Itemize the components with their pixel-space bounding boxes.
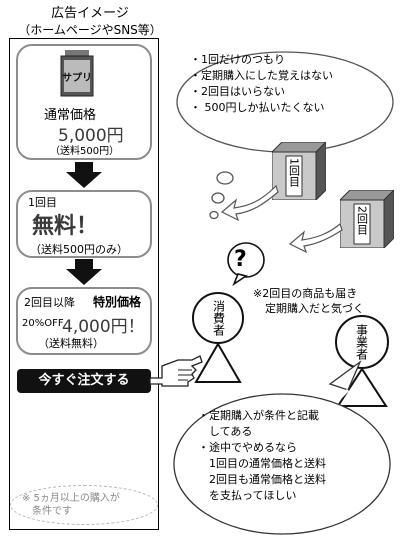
delivery-arrow-1 — [220, 184, 279, 222]
first-order-label: 1回目 — [28, 196, 57, 209]
delivery-arrow-2 — [288, 222, 343, 254]
business-claim-4: 1回目の通常価格と送料 — [198, 457, 326, 470]
business-speech-bubble — [173, 360, 391, 535]
realization-note-line-2: 定期購入だと気づく — [265, 302, 364, 315]
consumer-label-text: 消費者 — [211, 300, 226, 336]
supplement-label: サプリ — [62, 71, 92, 84]
condition-note: ※ 5ヵ月以上の購入が 条件です — [22, 492, 120, 518]
consumer-label: 消費者 — [207, 300, 229, 340]
condition-note-outline — [10, 485, 158, 525]
second-order-shipping: （送料無料） — [38, 337, 104, 350]
second-order-price: 4,000円！ — [62, 317, 145, 337]
normal-price-value: 5,000円 — [58, 126, 124, 146]
box-2-label-text: 2回目 — [355, 206, 369, 235]
consumer-thought-3: ・2回目はいらない — [190, 85, 285, 98]
condition-note-line-2: 条件です — [32, 506, 72, 517]
realization-note: ※2回目の商品も届き 定期購入だと気づく — [253, 286, 364, 316]
business-claim-2: してある — [198, 425, 253, 438]
box-1-label-text: 1回目 — [287, 158, 301, 187]
business-claim-3: ・途中でやめるなら — [198, 441, 297, 454]
consumer-question-bubble — [227, 242, 265, 286]
ad-title: 広告イメージ — [51, 6, 129, 21]
order-now-button[interactable]: 今すぐ注文する — [17, 369, 151, 393]
business-figure — [335, 315, 389, 407]
realization-note-line-1: ※2回目の商品も届き — [253, 287, 358, 300]
consumer-figure — [192, 292, 244, 383]
consumer-thought-1: ・1回だけのつもり — [190, 53, 285, 66]
ad-frame — [9, 38, 159, 530]
pointing-hand-icon — [149, 355, 203, 387]
second-order-card — [16, 287, 152, 355]
normal-price-label: 通常価格 — [44, 108, 97, 123]
delivery-box-1-icon — [272, 142, 326, 200]
normal-shipping: （送料500円） — [50, 146, 120, 157]
business-claim-5: 2回目も通常価格と送料 — [198, 473, 326, 486]
second-order-label: 2回目以降 — [24, 296, 75, 309]
consumer-thought-4: ・ 500円しか払いたくない — [190, 101, 325, 114]
consumer-thought-2: ・定期購入にした覚えはない — [190, 69, 333, 82]
special-price-label: 特別価格 — [93, 295, 142, 309]
delivery-box-2-label: 2回目 — [355, 206, 369, 238]
down-arrow-2 — [66, 259, 102, 285]
first-order-card — [16, 190, 152, 258]
condition-note-line-1: ※ 5ヵ月以上の購入が — [22, 493, 120, 504]
supplement-bottle-icon: サプリ — [60, 50, 94, 97]
business-claim-1: ・定期購入が条件と記載 — [198, 409, 319, 422]
consumer-thought-bubble — [176, 51, 394, 220]
discount-badge: 20%OFF — [22, 318, 64, 329]
business-claim-6: を支払ってほしい — [198, 489, 297, 502]
down-arrow-1 — [66, 162, 102, 188]
delivery-box-1-label: 1回目 — [287, 158, 301, 190]
first-order-price: 無料！ — [32, 214, 99, 239]
first-order-shipping: （送料500円のみ） — [30, 243, 128, 256]
business-label: 事業者 — [350, 324, 372, 364]
business-label-text: 事業者 — [354, 324, 369, 360]
delivery-box-2-icon — [340, 190, 394, 248]
question-mark: ? — [234, 247, 247, 272]
ad-subtitle: （ホームページやSNS等） — [18, 23, 162, 37]
